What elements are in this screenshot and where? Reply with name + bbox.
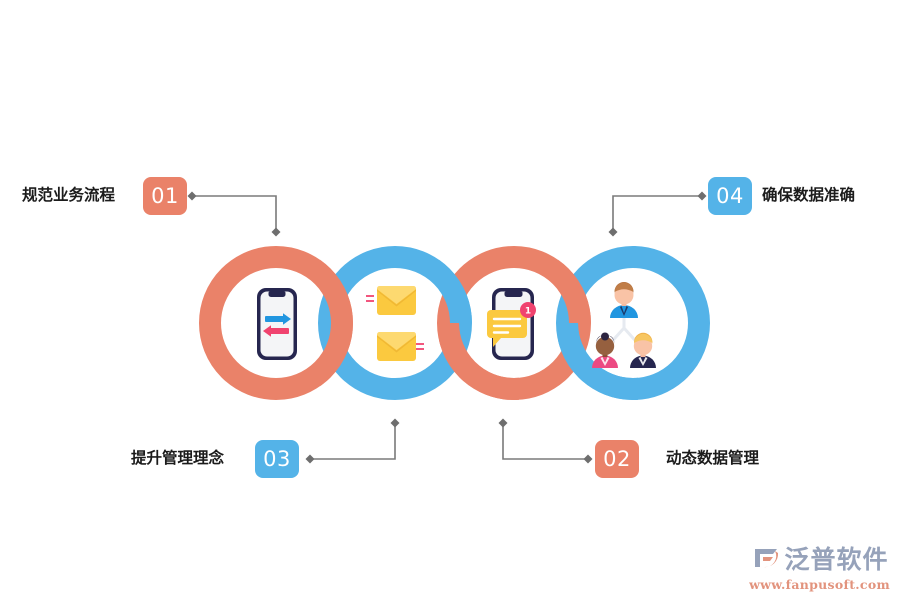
step-03-label: 提升管理理念 xyxy=(131,449,225,467)
person-top xyxy=(610,282,638,318)
team-org-chart-icon xyxy=(592,282,656,368)
diamond-04-b xyxy=(608,227,618,237)
step-02-label: 动态数据管理 xyxy=(666,449,760,467)
step-01-badge[interactable]: 01 xyxy=(143,177,187,215)
person-bottom-left xyxy=(592,332,618,368)
phone-chat-notification-icon: 1 xyxy=(487,288,536,360)
arrow-right-blue xyxy=(265,313,291,325)
connector-03 xyxy=(310,423,396,460)
connector-04 xyxy=(612,195,702,232)
arrow-left-pink xyxy=(263,325,289,337)
notification-badge-icon: 1 xyxy=(520,302,536,318)
fanpu-logo-icon xyxy=(754,548,778,567)
diamond-01-a xyxy=(187,191,197,201)
step-03-badge[interactable]: 03 xyxy=(255,440,299,478)
two-envelopes-icon xyxy=(366,286,424,361)
envelope-bottom xyxy=(377,332,416,361)
connector-01 xyxy=(192,195,277,232)
connector-endpoints xyxy=(187,191,707,464)
phone-data-transfer-icon xyxy=(257,288,297,360)
watermark: 泛普软件 www.fanpusoft.com xyxy=(749,540,890,592)
diamond-01-b xyxy=(271,227,281,237)
diamond-02-a xyxy=(583,454,593,464)
connector-group xyxy=(192,195,702,460)
diamond-02-b xyxy=(498,418,508,428)
weave-r3-over-r2-bottom xyxy=(439,323,519,400)
step-04-badge[interactable]: 04 xyxy=(708,177,752,215)
connector-02 xyxy=(502,423,588,460)
diamond-03-a xyxy=(305,454,315,464)
watermark-url: www.fanpusoft.com xyxy=(749,577,890,592)
weave-r4-over-r3-bottom xyxy=(558,323,638,400)
svg-text:1: 1 xyxy=(525,307,531,317)
person-bottom-right xyxy=(630,332,656,368)
envelope-connector-dashes xyxy=(366,295,424,350)
step-02-badge[interactable]: 02 xyxy=(595,440,639,478)
ring-weave-overlays xyxy=(320,259,638,400)
diamond-04-a xyxy=(697,191,707,201)
step-04-label: 确保数据准确 xyxy=(762,186,856,204)
diamond-03-b xyxy=(390,418,400,428)
step-01-label: 规范业务流程 xyxy=(22,186,116,204)
envelope-top xyxy=(377,286,416,315)
watermark-brand: 泛普软件 xyxy=(784,545,889,574)
chat-bubble xyxy=(487,310,527,347)
